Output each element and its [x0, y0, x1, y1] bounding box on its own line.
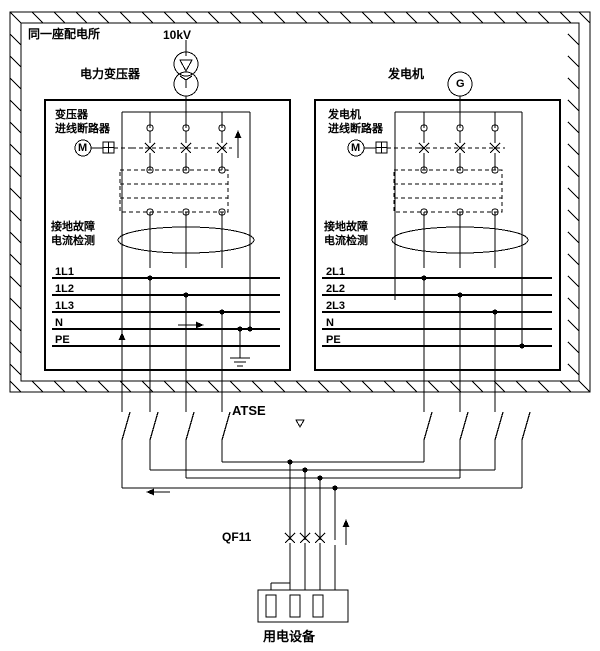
bus-right-label-1: 2L2: [326, 283, 345, 295]
transformer-label: 电力变压器: [80, 67, 141, 81]
load-label: 用电设备: [263, 629, 316, 644]
generator-breaker-label-line2: 进线断路器: [328, 123, 383, 135]
transformer-breaker-label-line1: 变压器: [55, 109, 88, 121]
bus-left-label-0: 1L1: [55, 266, 74, 278]
bus-left-label-2: 1L3: [55, 300, 74, 312]
earth-fault-right-line1: 接地故障: [324, 221, 368, 233]
motor-operator-left-label: M: [78, 142, 88, 154]
generator-breaker-label-line1: 发电机: [328, 109, 361, 121]
generator-symbol-label: G: [456, 78, 465, 90]
voltage-label: 10kV: [163, 28, 192, 42]
substation-label: 同一座配电所: [28, 27, 101, 41]
qf11-label: QF11: [222, 530, 252, 544]
earth-fault-right-line2: 电流检测: [324, 235, 368, 247]
earth-fault-left-line1: 接地故障: [51, 221, 95, 233]
earth-fault-left-line2: 电流检测: [51, 235, 95, 247]
bus-right-label-4: PE: [326, 334, 341, 346]
atse-label: ATSE: [232, 403, 266, 418]
bus-left-label-1: 1L2: [55, 283, 74, 295]
generator-label: 发电机: [388, 67, 425, 81]
bus-right-label-2: 2L3: [326, 300, 345, 312]
bus-right-label-0: 2L1: [326, 266, 345, 278]
transformer-breaker-label-line2: 进线断路器: [55, 123, 110, 135]
bus-left-label-4: PE: [55, 334, 70, 346]
bus-right-label-3: N: [326, 317, 334, 329]
bus-left-label-3: N: [55, 317, 63, 329]
motor-operator-right-label: M: [351, 142, 361, 154]
